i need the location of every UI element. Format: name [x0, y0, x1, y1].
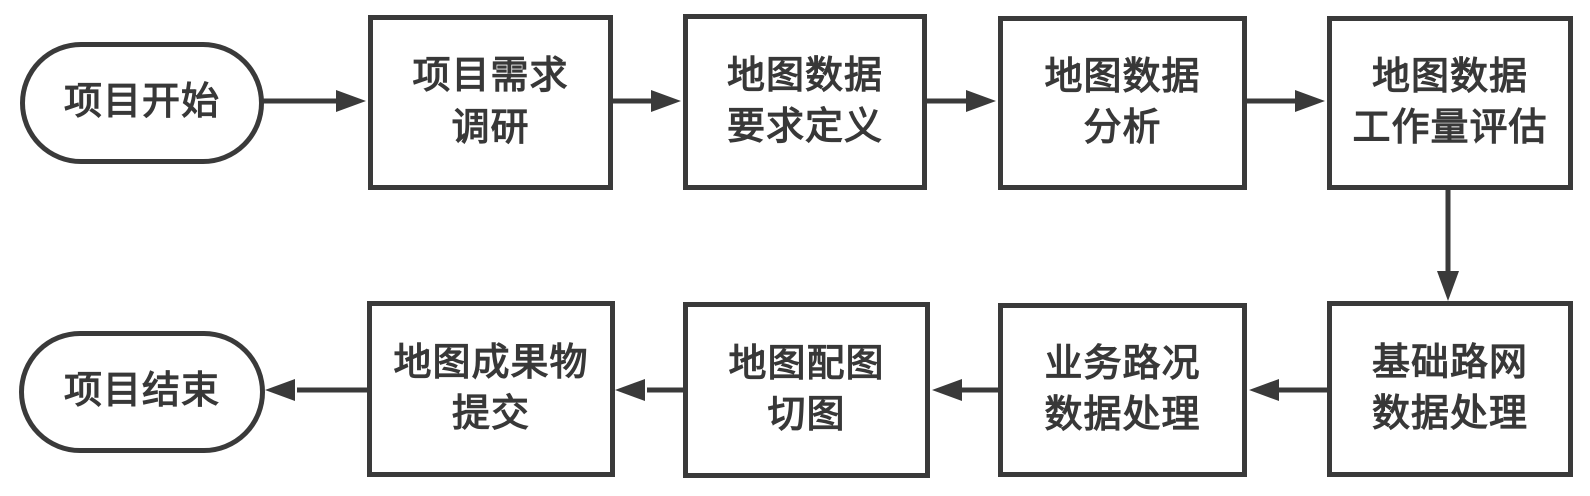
node-project-start-label: 项目开始 — [63, 81, 220, 124]
arrow-map-styling-to-deliverable — [615, 379, 683, 401]
node-project-start: 项目开始 — [20, 42, 264, 164]
arrow-start-to-requirements-research — [262, 90, 366, 112]
node-business-traffic-data-processing-label: 业务路况 数据处理 — [1044, 342, 1201, 436]
node-map-deliverable-submission-label: 地图成果物 提交 — [393, 341, 589, 435]
node-base-road-network-data-processing-label: 基础路网 数据处理 — [1371, 341, 1528, 435]
node-map-deliverable-submission: 地图成果物 提交 — [367, 301, 615, 477]
node-map-data-requirements-definition: 地图数据 要求定义 — [683, 14, 927, 190]
arrow-workload-to-base-road-network — [1437, 190, 1459, 301]
node-base-road-network-data-processing: 基础路网 数据处理 — [1327, 301, 1573, 477]
node-map-data-analysis-label: 地图数据 分析 — [1044, 55, 1201, 149]
node-project-requirements-research-label: 项目需求 调研 — [412, 55, 569, 149]
node-map-styling-tile-cutting-label: 地图配图 切图 — [728, 342, 885, 436]
arrow-analysis-to-workload — [1245, 90, 1325, 112]
node-map-data-workload-evaluation: 地图数据 工作量评估 — [1327, 16, 1573, 190]
node-map-data-analysis: 地图数据 分析 — [998, 16, 1247, 190]
node-business-traffic-data-processing: 业务路况 数据处理 — [998, 303, 1247, 477]
arrow-requirements-to-data-requirements — [611, 90, 681, 112]
node-project-end: 项目结束 — [19, 331, 265, 453]
arrow-business-traffic-to-map-styling — [932, 379, 998, 401]
arrow-base-road-network-to-business-traffic — [1249, 379, 1327, 401]
node-project-requirements-research: 项目需求 调研 — [368, 15, 613, 190]
node-map-data-requirements-definition-label: 地图数据 要求定义 — [726, 54, 883, 148]
node-map-data-workload-evaluation-label: 地图数据 工作量评估 — [1352, 55, 1548, 149]
arrow-deliverable-to-end — [265, 379, 367, 401]
node-map-styling-tile-cutting: 地图配图 切图 — [683, 302, 930, 478]
node-project-end-label: 项目结束 — [63, 370, 220, 413]
arrow-data-requirements-to-analysis — [925, 90, 996, 112]
